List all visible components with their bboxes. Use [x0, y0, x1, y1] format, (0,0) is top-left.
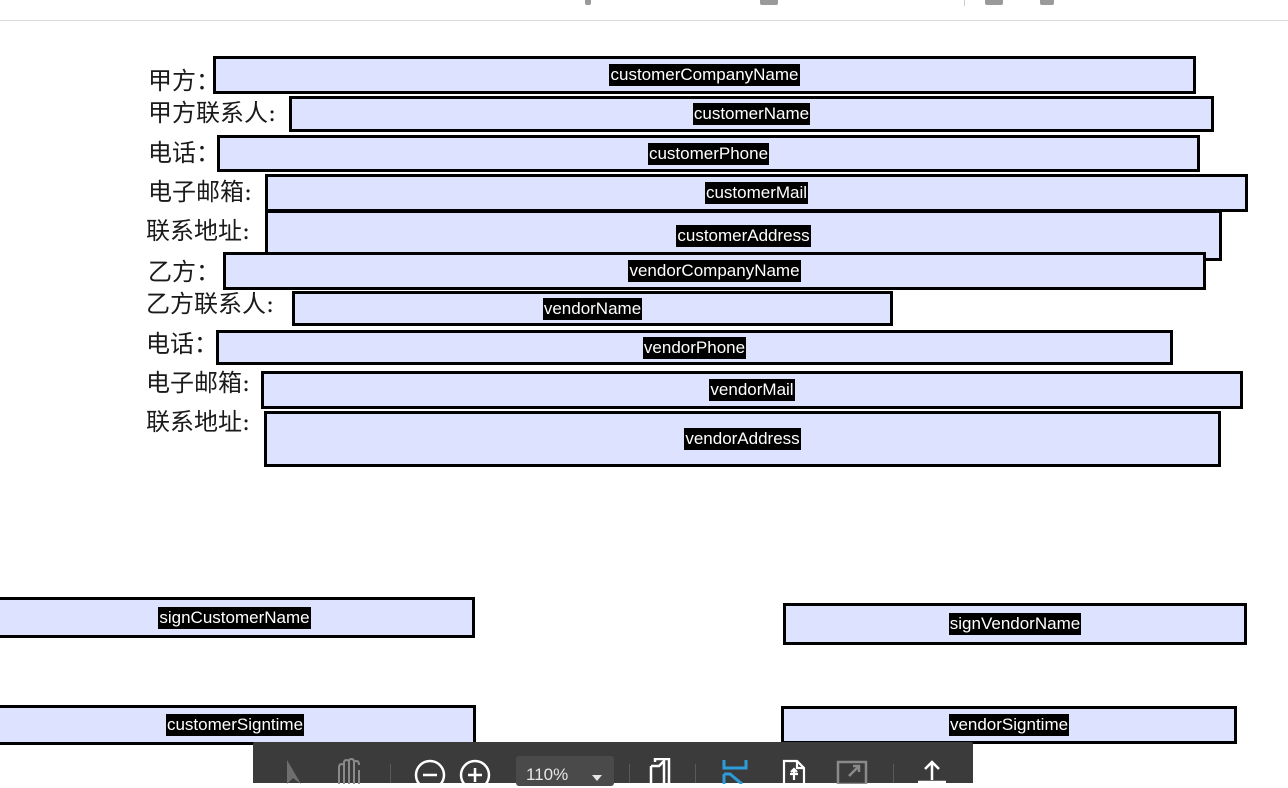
field-sign-vendor-name[interactable]: signVendorName [783, 603, 1247, 645]
field-name-tag: vendorCompanyName [628, 260, 801, 282]
fullscreen-icon[interactable] [834, 758, 870, 788]
label-party-a: 甲方： [148, 67, 220, 95]
field-customer-company-name[interactable]: customerCompanyName [213, 56, 1196, 94]
field-name-tag: customerCompanyName [609, 64, 800, 86]
chevron-down-icon [592, 775, 602, 781]
select-pointer-icon[interactable] [275, 758, 311, 788]
fit-page-icon[interactable] [776, 758, 812, 788]
field-name-tag: signCustomerName [158, 606, 311, 629]
label-party-b: 乙方： [148, 258, 220, 286]
field-name-tag: vendorSigntime [948, 714, 1070, 736]
top-tool-icon[interactable] [585, 0, 591, 5]
label-party-b-phone: 电话： [146, 330, 218, 358]
field-vendor-address[interactable]: vendorAddress [264, 411, 1221, 467]
viewer-top-bar [0, 0, 1288, 21]
toolbar-divider [893, 764, 894, 783]
zoom-level-value: 110% [526, 765, 569, 784]
field-vendor-phone[interactable]: vendorPhone [216, 330, 1173, 365]
field-customer-phone[interactable]: customerPhone [217, 135, 1200, 172]
top-tool-icon[interactable] [985, 0, 1003, 5]
field-sign-customer-name[interactable]: signCustomerName [0, 597, 475, 638]
label-party-b-address: 联系地址: [146, 408, 251, 436]
top-tool-icon[interactable] [760, 0, 778, 5]
page-copy-icon[interactable] [639, 758, 675, 788]
zoom-level-select[interactable]: 110% [516, 756, 614, 786]
field-customer-signtime[interactable]: customerSigntime [0, 705, 476, 745]
field-vendor-signtime[interactable]: vendorSigntime [781, 706, 1237, 744]
toolbar-divider [390, 764, 391, 783]
toolbar-divider [629, 764, 630, 783]
top-tool-icon[interactable] [1040, 0, 1054, 5]
upload-icon[interactable] [914, 758, 950, 788]
zoom-out-icon[interactable] [412, 758, 448, 788]
field-name-tag: signVendorName [948, 613, 1082, 635]
label-party-b-email: 电子邮箱: [146, 369, 251, 397]
field-customer-mail[interactable]: customerMail [265, 174, 1248, 212]
field-name-tag: vendorName [542, 297, 643, 320]
field-name-tag: customerName [692, 103, 811, 125]
field-vendor-name[interactable]: vendorName [292, 291, 893, 326]
field-name-tag: customerPhone [647, 142, 770, 165]
zoom-in-icon[interactable] [457, 758, 493, 788]
label-party-a-phone: 电话： [148, 139, 220, 167]
label-party-b-contact: 乙方联系人: [146, 290, 275, 318]
field-name-tag: customerSigntime [165, 714, 305, 736]
field-vendor-company-name[interactable]: vendorCompanyName [223, 252, 1206, 290]
label-party-a-email: 电子邮箱: [148, 178, 253, 206]
field-name-tag: vendorMail [709, 379, 795, 401]
top-divider [964, 0, 965, 6]
field-name-tag: customerAddress [676, 224, 811, 247]
field-name-tag: vendorPhone [642, 336, 747, 359]
label-party-a-contact: 甲方联系人: [148, 99, 277, 127]
field-vendor-mail[interactable]: vendorMail [261, 371, 1243, 409]
bottom-toolbar: 110% [253, 742, 973, 788]
field-name-tag: customerMail [704, 182, 809, 204]
field-name-tag: vendorAddress [684, 428, 801, 450]
field-edit-icon[interactable] [717, 758, 753, 788]
toolbar-divider [695, 764, 696, 783]
label-party-a-address: 联系地址: [146, 217, 251, 245]
hand-pan-icon[interactable] [331, 758, 367, 788]
field-customer-name[interactable]: customerName [289, 96, 1214, 132]
